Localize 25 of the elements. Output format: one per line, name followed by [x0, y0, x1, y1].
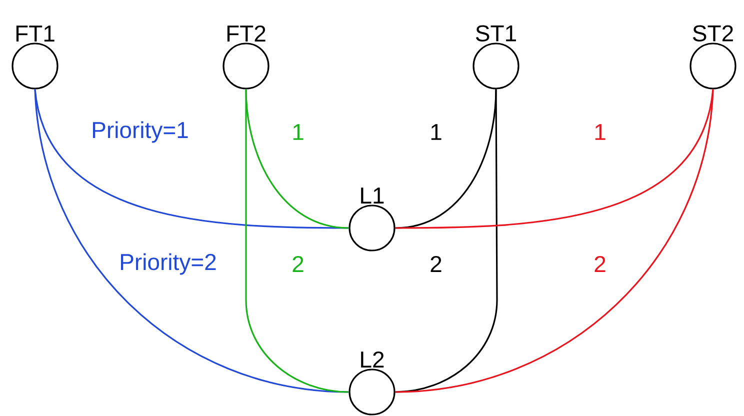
node-label: L1: [361, 188, 384, 204]
edge-label: 1: [290, 123, 306, 141]
edge-label: 2: [592, 254, 608, 274]
connector-line: [395, 89, 714, 393]
node-label: FT1: [16, 26, 54, 42]
node-label: ST2: [692, 25, 733, 42]
node-label: FT2: [227, 25, 266, 42]
edge-label: Priority=1: [90, 120, 190, 144]
node-circle: [12, 26, 58, 90]
edge-label: 2: [290, 254, 306, 274]
node-circle: [348, 188, 396, 252]
connector-line: [245, 89, 349, 393]
node-circle: [690, 25, 736, 90]
node-circle: [348, 351, 396, 416]
connector-line: [395, 89, 714, 229]
connector-line: [34, 89, 349, 229]
node-circle: [222, 25, 270, 90]
edge-label: 1: [428, 123, 444, 141]
node-circle: [472, 25, 520, 90]
edge-label: 2: [428, 254, 444, 274]
edge-label: 1: [592, 123, 608, 141]
connector-line: [34, 89, 349, 393]
node-label: L2: [361, 351, 384, 368]
edge-label: Priority=2: [118, 252, 218, 276]
node-label: ST1: [476, 25, 516, 42]
